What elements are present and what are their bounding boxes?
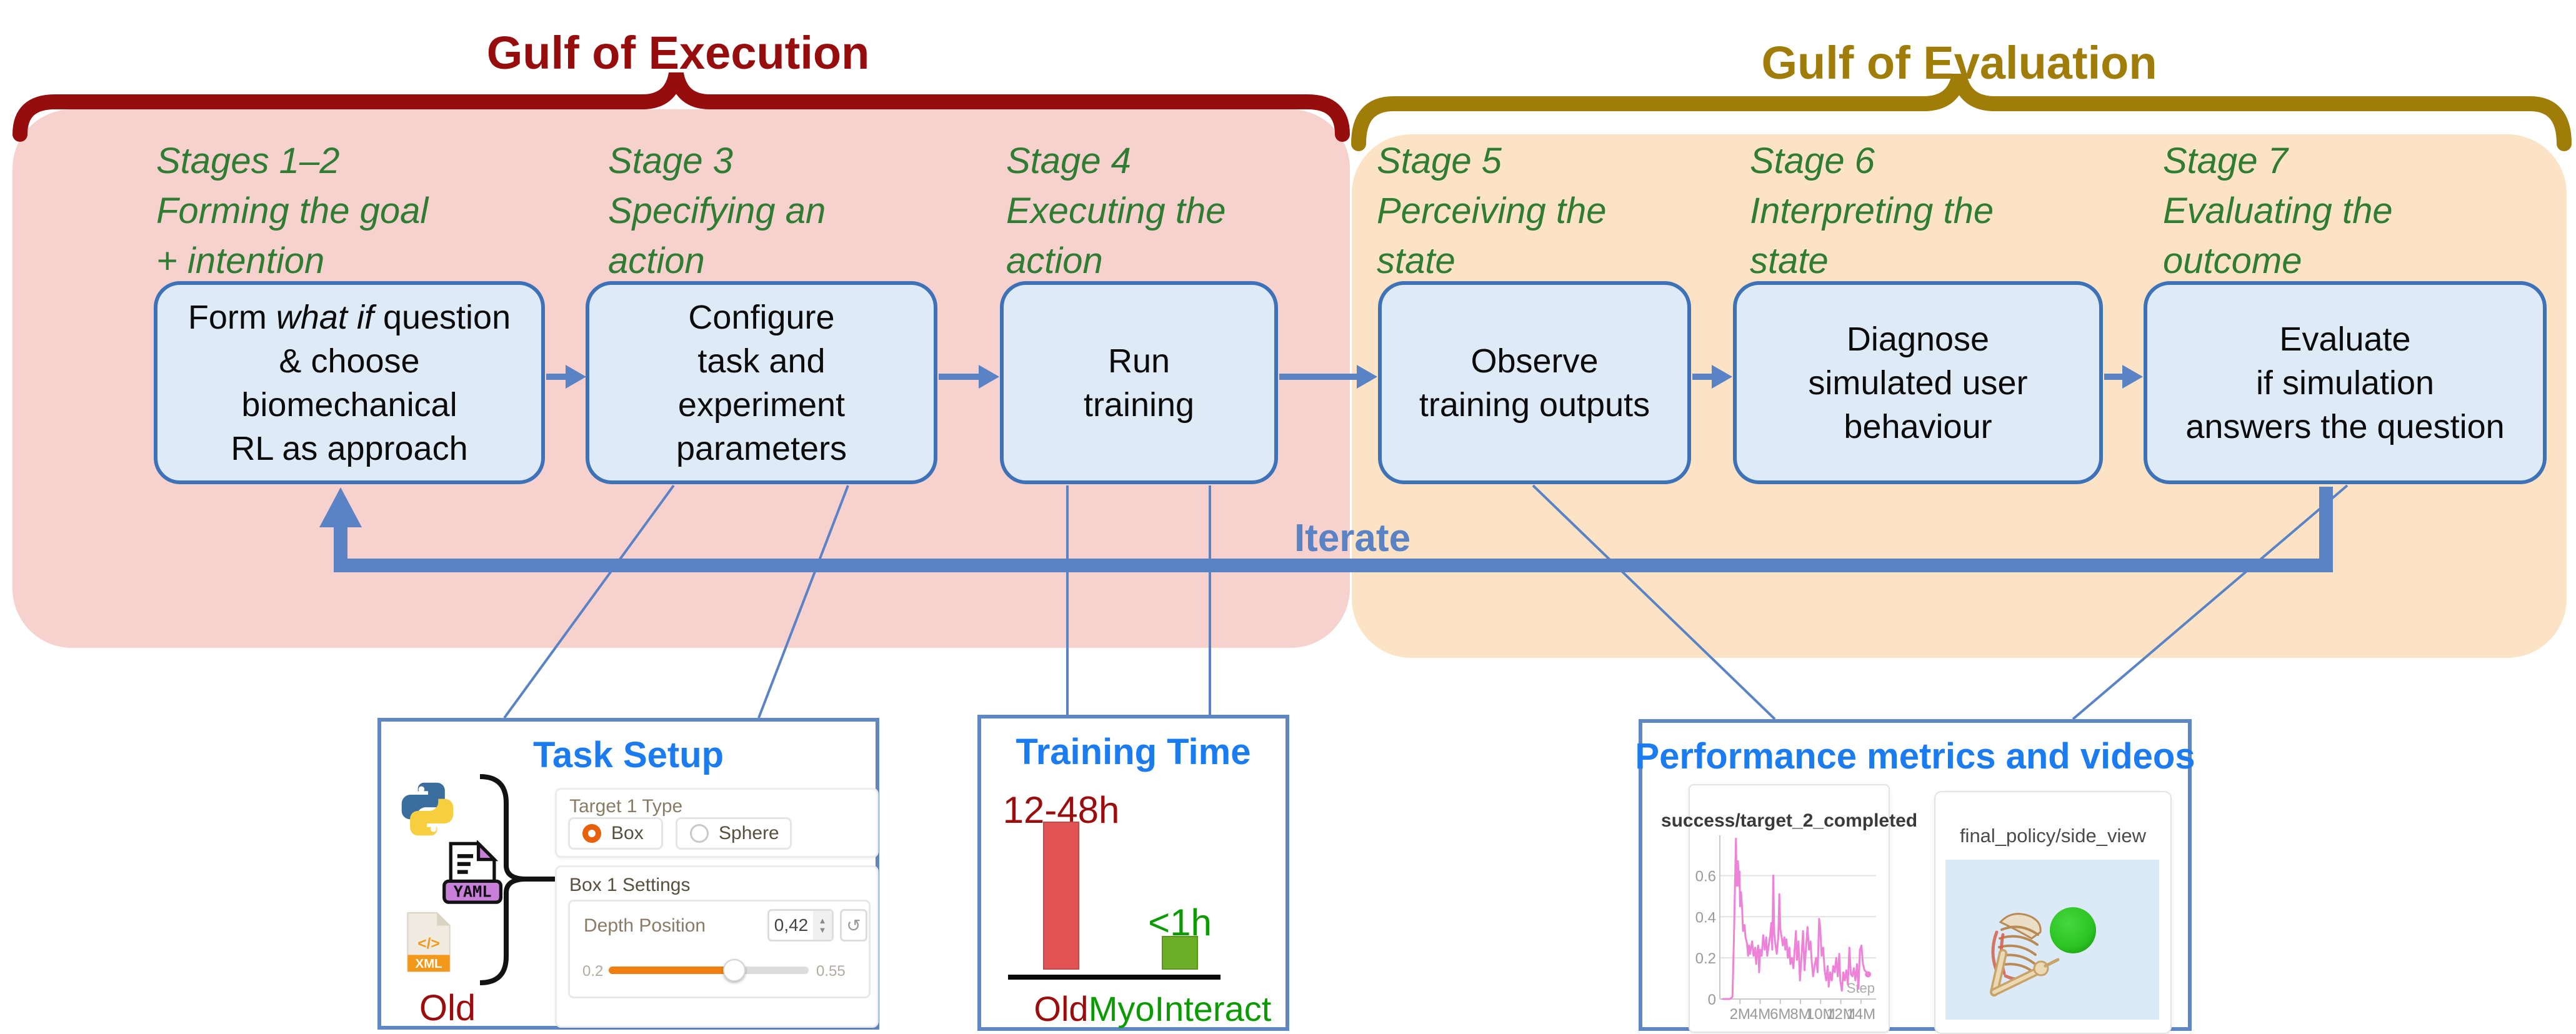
slider-max-label: 0.55 — [816, 963, 846, 980]
spinner-up-icon[interactable]: ▲ — [818, 916, 827, 925]
flow-box-diagnose-behaviour: Diagnose simulated user behaviour — [1733, 281, 2103, 484]
old-training-bar — [1043, 822, 1079, 970]
radio-unselected-icon[interactable] — [690, 824, 709, 843]
stage-label-6: Stage 6 Interpreting the state — [1750, 141, 1994, 281]
stage-label-3: Stage 3 Specifying an action — [608, 141, 826, 281]
training-time-panel: Training Time 12-48h <1h Old MyoInteract — [977, 715, 1289, 1031]
svg-text:2M: 2M — [1730, 1006, 1750, 1023]
python-icon — [401, 782, 454, 836]
number-spinner[interactable]: ▲ ▼ — [813, 911, 832, 940]
video-title: final_policy/side_view — [1959, 825, 2147, 847]
svg-text:8M: 8M — [1790, 1006, 1810, 1023]
spinner-down-icon[interactable]: ▼ — [818, 925, 827, 935]
flow-box-observe-outputs: Observe training outputs — [1378, 281, 1691, 484]
performance-title: Performance metrics and videos — [1635, 736, 2195, 777]
box-settings-header: Box 1 Settings — [569, 875, 691, 895]
target-type-card: Target 1 Type Box Sphere — [555, 788, 879, 858]
target-sphere — [2050, 907, 2096, 953]
box-radio-option[interactable]: Box — [568, 817, 663, 850]
performance-panel: Performance metrics and videos success/t… — [1635, 719, 2195, 1034]
old-category-label: Old — [1034, 989, 1089, 1028]
flow-box-run-training: Run training — [1000, 281, 1278, 484]
reset-button[interactable]: ↺ — [840, 909, 867, 942]
training-time-title: Training Time — [1016, 732, 1251, 772]
target-type-label: Target 1 Type — [569, 796, 683, 817]
slider-fill — [609, 967, 735, 974]
svg-text:0.4: 0.4 — [1695, 909, 1716, 926]
stage-label-4: Stage 4 Executing the action — [1006, 141, 1226, 281]
svg-text:14M: 14M — [1846, 1006, 1875, 1023]
flow-box-evaluate-simulation: Evaluate if simulation answers the quest… — [2144, 281, 2547, 484]
sphere-radio-option[interactable]: Sphere — [676, 817, 792, 850]
svg-text:0.2: 0.2 — [1695, 950, 1716, 967]
slider-min-label: 0.2 — [582, 963, 604, 980]
svg-text:XML: XML — [415, 957, 442, 971]
task-setup-title: Task Setup — [532, 735, 724, 775]
old-workflow-label: Old — [419, 988, 476, 1028]
flow-box-form-question: Form what if question & choose biomechan… — [154, 281, 545, 484]
svg-text:6M: 6M — [1770, 1006, 1790, 1023]
svg-text:Step: Step — [1847, 980, 1875, 996]
svg-text:12M: 12M — [1826, 1006, 1855, 1023]
svg-text:0: 0 — [1708, 992, 1716, 1008]
skeleton-arm-illustration — [1990, 907, 2096, 997]
myointeract-category-label: MyoInteract — [1088, 989, 1272, 1028]
svg-text:4M: 4M — [1750, 1006, 1770, 1023]
iterate-label: Iterate — [1294, 517, 1411, 560]
stage-label-7: Stage 7 Evaluating the outcome — [2163, 141, 2393, 281]
flow-box-configure-task: Configure task and experiment parameters — [586, 281, 937, 484]
svg-text:</>: </> — [417, 935, 439, 952]
svg-text:0.6: 0.6 — [1695, 868, 1716, 885]
reset-icon: ↺ — [846, 915, 861, 935]
svg-text:10M: 10M — [1806, 1006, 1835, 1023]
what-if-italic: what if — [276, 298, 374, 336]
box-settings-card: Box 1 Settings Depth Position 0,42 ▲ ▼ ↺… — [555, 865, 879, 1028]
simulation-video-frame[interactable] — [1945, 860, 2159, 1020]
gulf-of-evaluation-title: Gulf of Evaluation — [1761, 37, 2157, 89]
policy-video-card: final_policy/side_view — [1934, 791, 2172, 1034]
stage-label-1-2: Stages 1–2 Forming the goal + intention — [156, 141, 429, 281]
bar-chart-baseline — [1008, 975, 1221, 980]
depth-slider[interactable] — [609, 959, 809, 982]
depth-value-input[interactable]: 0,42 ▲ ▼ — [767, 909, 834, 942]
radio-selected-icon[interactable] — [582, 824, 601, 843]
depth-position-card: Depth Position 0,42 ▲ ▼ ↺ 0.2 0.55 — [568, 900, 871, 998]
task-setup-panel: Task Setup YAML </> XML Old MyoInteract:… — [377, 718, 879, 1030]
metric-chart-title: success/target_2_completed — [1660, 810, 1918, 831]
stage-label-5: Stage 5 Perceiving the state — [1377, 141, 1607, 281]
slider-thumb[interactable] — [723, 959, 746, 982]
xml-file-icon: </> XML — [407, 912, 451, 972]
depth-position-label: Depth Position — [584, 915, 706, 936]
myointeract-training-bar — [1162, 936, 1198, 970]
gulf-of-execution-title: Gulf of Execution — [486, 27, 870, 79]
